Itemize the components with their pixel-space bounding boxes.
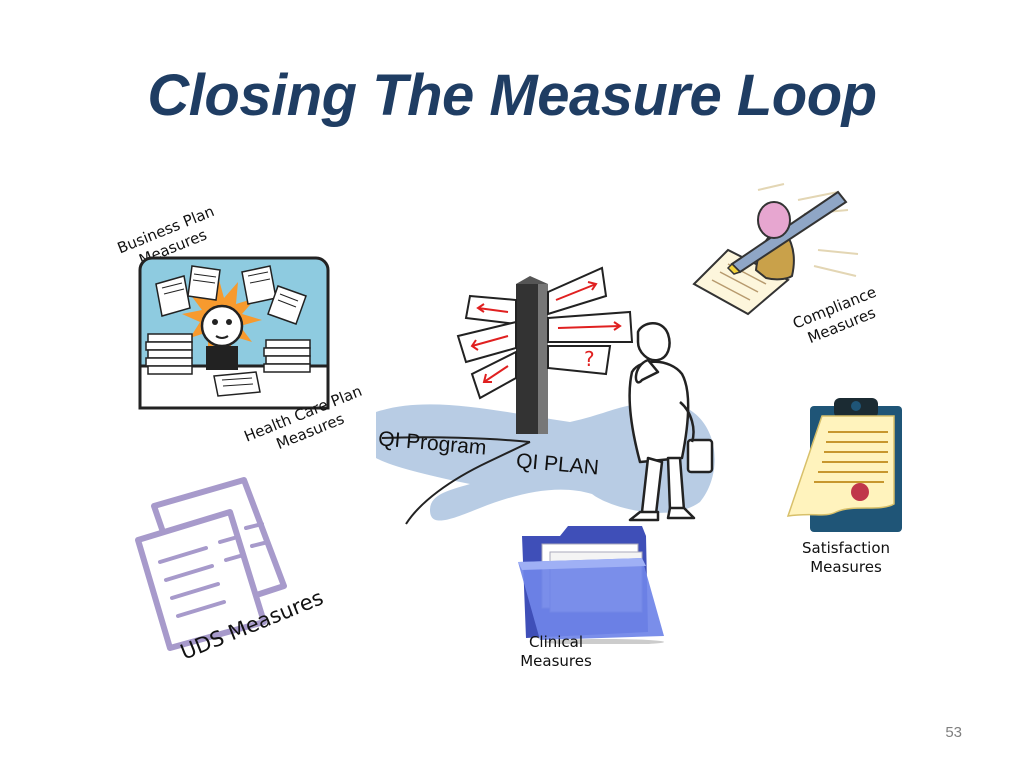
signpost-with-thinking-man-icon: ? (376, 266, 715, 525)
clinical-label-line2: Measures (520, 651, 592, 670)
satisfaction-label-line2: Measures (810, 557, 882, 576)
overwhelmed-person-with-papers-icon (138, 256, 330, 410)
pen-signing-document-icon (692, 183, 859, 316)
slide-title: Closing The Measure Loop (147, 63, 877, 128)
clinical-label-line1: Clinical (528, 633, 584, 651)
page-number: 53 (945, 724, 962, 741)
svg-text:?: ? (584, 347, 595, 371)
folder-icon (518, 526, 664, 644)
documents-icon (135, 477, 287, 651)
clinical-label: Clinical Measures (498, 633, 614, 671)
clipboard-certificate-icon (786, 398, 902, 532)
satisfaction-label: Satisfaction Measures (786, 539, 906, 577)
satisfaction-label-line1: Satisfaction (801, 539, 891, 557)
